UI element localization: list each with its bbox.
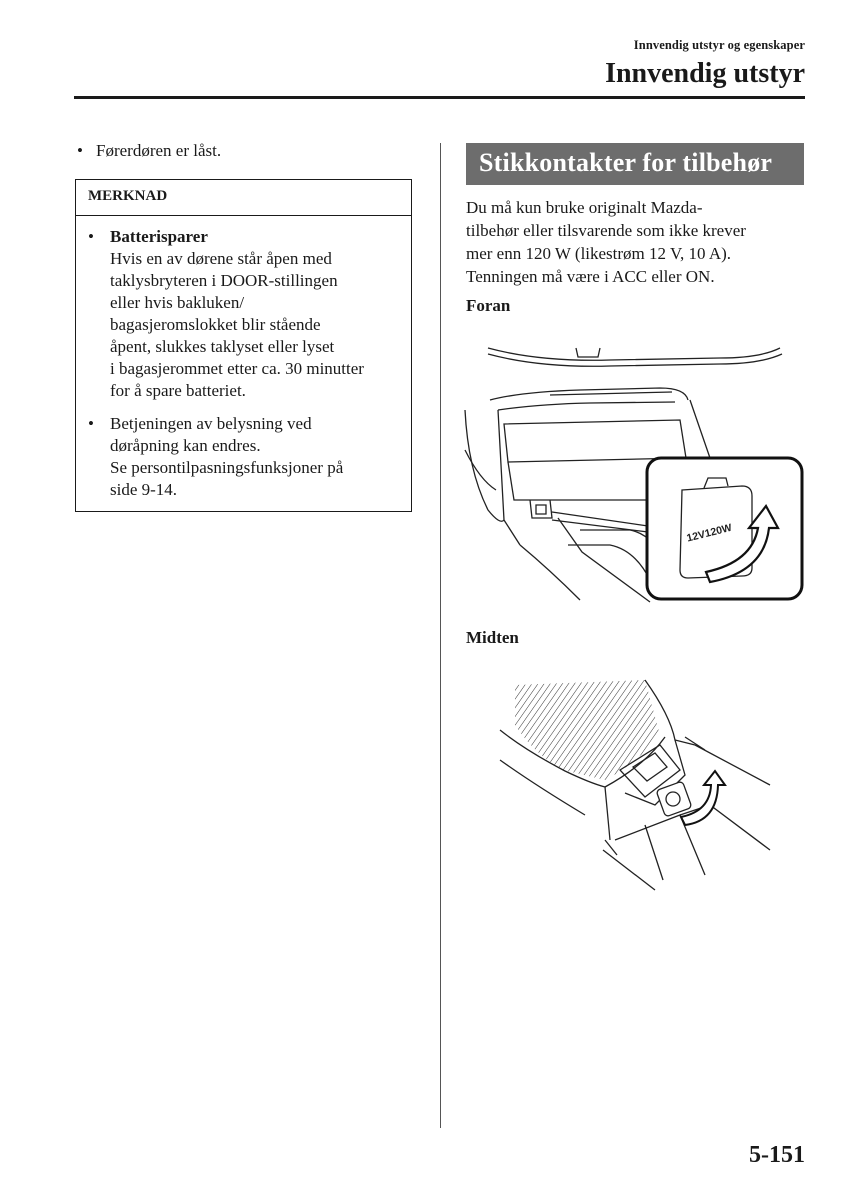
note-body: • Batterisparer Hvis en av dørene står å… (76, 216, 411, 501)
bullet-icon: • (88, 414, 94, 433)
bullet-item: • Førerdøren er låst. (74, 140, 414, 162)
arrow-icon (704, 503, 780, 584)
note-heading: MERKNAD (76, 180, 411, 216)
note-box: MERKNAD • Batterisparer Hvis en av døren… (75, 179, 412, 512)
paragraph-line: tilbehør eller tilsvarende som ikke krev… (466, 221, 746, 240)
note-line: døråpning kan endres. (110, 436, 261, 455)
note-line: for å spare batteriet. (110, 381, 246, 400)
note-line: side 9-14. (110, 480, 178, 499)
note-line: åpent, slukkes taklyset eller lyset (110, 337, 335, 356)
paragraph-line: mer enn 120 W (likestrøm 12 V, 10 A). (466, 244, 732, 263)
bullet-icon: • (88, 227, 94, 246)
front-label: Foran (466, 296, 511, 315)
section-heading: Stikkontakter for tilbehør (466, 143, 804, 185)
running-header-section: Innvendig utstyr og egenskaper (633, 38, 805, 52)
arrow-icon (679, 769, 727, 827)
note-line: Betjeningen av belysning ved (110, 414, 312, 433)
middle-label: Midten (466, 628, 519, 647)
intro-paragraph: Du må kun bruke originalt Mazda- tilbehø… (466, 196, 806, 288)
header-rule (74, 96, 805, 99)
bullet-icon: • (77, 141, 83, 160)
note-line: eller hvis bakluken/ (110, 293, 245, 312)
front-socket-illustration: 12V120W (464, 347, 804, 603)
note-line: taklysbryteren i DOOR-stillingen (110, 271, 338, 290)
note-line: Hvis en av dørene står åpen med (110, 249, 332, 268)
note-line: bagasjeromslokket blir stående (110, 315, 321, 334)
note-line: Se persontilpasningsfunksjoner på (110, 458, 344, 477)
bullet-text: Førerdøren er låst. (96, 141, 222, 160)
column-divider (440, 143, 441, 1128)
note-item-battery-saver: • Batterisparer Hvis en av dørene står å… (88, 226, 399, 402)
note-item-lighting: • Betjeningen av belysning ved døråpning… (88, 413, 399, 501)
page-title: Innvendig utstyr (605, 58, 805, 89)
note-item-title: Batterisparer (110, 227, 208, 246)
left-column: • Førerdøren er låst. (74, 140, 414, 162)
paragraph-line: Du må kun bruke originalt Mazda- (466, 198, 703, 217)
middle-socket-illustration (499, 679, 771, 891)
page-number: 5-151 (749, 1142, 805, 1168)
note-line: i bagasjerommet etter ca. 30 minutter (110, 359, 364, 378)
paragraph-line: Tenningen må være i ACC eller ON. (466, 267, 715, 286)
